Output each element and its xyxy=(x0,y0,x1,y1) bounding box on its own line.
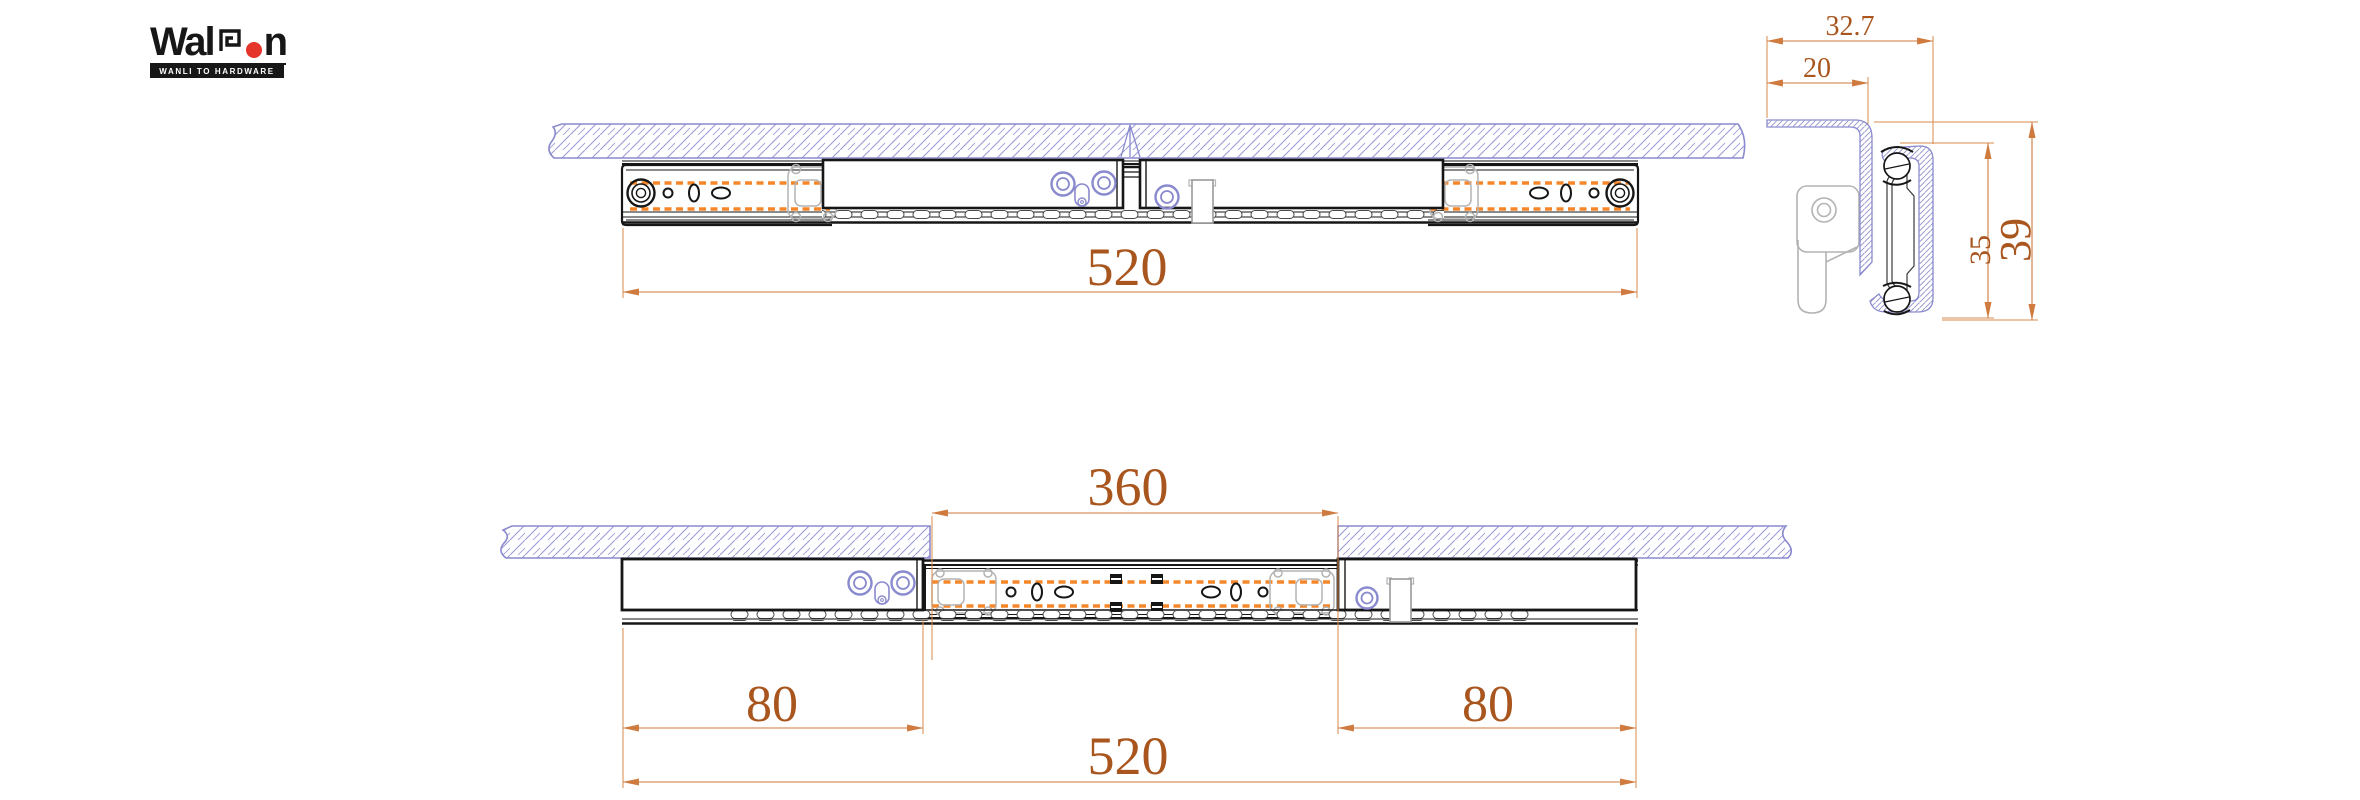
section-view: 32.7 20 35 39 xyxy=(1766,11,2040,321)
top-view-panel-joint xyxy=(1120,124,1141,158)
wordmark-suffix: n xyxy=(263,20,288,64)
inner-member-profile xyxy=(1886,170,1915,294)
bottom-view-right-panel xyxy=(1337,525,1793,559)
logo-red-dot-icon xyxy=(245,42,262,58)
bottom-view-left-member xyxy=(620,557,925,612)
dim-35-label: 35 xyxy=(1964,235,1997,265)
bottom-view-right-member xyxy=(1336,557,1638,612)
end-cap-rivet-icon xyxy=(1605,178,1635,208)
mounting-bracket xyxy=(1796,185,1860,314)
angle-bracket-section xyxy=(1766,119,1873,277)
end-cap-rivet-icon xyxy=(626,178,656,208)
ball-retainer-row xyxy=(822,210,1444,220)
dim-80-left-label: 80 xyxy=(746,676,798,733)
dim-39-label: 39 xyxy=(1991,218,2040,262)
maze-s-icon xyxy=(217,20,243,60)
brand-tagline: WANLI TO HARDWARE xyxy=(150,65,284,78)
dim-20-label: 20 xyxy=(1803,53,1831,84)
screw-holes xyxy=(662,183,731,203)
top-view-panel xyxy=(548,123,1746,159)
dim-80-right: 80 xyxy=(1337,628,1637,788)
dim-520-top-label: 520 xyxy=(1087,237,1168,297)
dim-20: 20 xyxy=(1766,53,1869,124)
dim-80-left: 80 xyxy=(622,620,924,788)
rivet-icons xyxy=(847,570,1379,610)
bottom-fixed-rail xyxy=(622,609,1638,625)
bottom-view-left-panel xyxy=(500,525,931,559)
dim-360: 360 xyxy=(931,457,1339,734)
disconnect-lever xyxy=(1386,577,1415,623)
dim-39: 39 xyxy=(1874,121,2040,321)
rail-profile-section xyxy=(1869,145,1934,313)
dim-80-right-label: 80 xyxy=(1462,676,1514,733)
bottom-view: 360 80 80 520 xyxy=(500,457,1793,788)
dim-32-7-label: 32.7 xyxy=(1826,11,1875,42)
top-view-left-member xyxy=(821,158,1125,210)
stop-clips xyxy=(1110,574,1163,612)
top-view-right-member xyxy=(1138,158,1445,210)
center-joint-bracket xyxy=(1123,165,1140,178)
disconnect-lever xyxy=(1188,179,1217,224)
bearing-balls xyxy=(1880,146,1914,316)
dim-520-top: 520 xyxy=(622,228,1638,298)
top-view-left-rail xyxy=(620,163,832,227)
dim-35: 35 xyxy=(1900,142,1997,319)
screw-holes xyxy=(1529,183,1600,203)
top-view: 520 xyxy=(548,123,1746,298)
wordmark-prefix: Wal xyxy=(150,20,216,64)
dim-520-bottom-label: 520 xyxy=(1088,726,1169,786)
brand-logo: Wal n WANLI TO HARDWARE xyxy=(150,20,300,78)
dim-520-bottom: 520 xyxy=(622,726,1637,786)
top-view-right-rail xyxy=(1428,163,1640,227)
rivet-icons xyxy=(1050,170,1180,210)
dim-360-label: 360 xyxy=(1088,457,1169,517)
bottom-view-middle-rail xyxy=(924,564,1342,619)
brand-wordmark: Wal n xyxy=(150,20,288,65)
dim-32-7: 32.7 xyxy=(1766,11,1934,144)
screw-holes xyxy=(1005,582,1269,602)
